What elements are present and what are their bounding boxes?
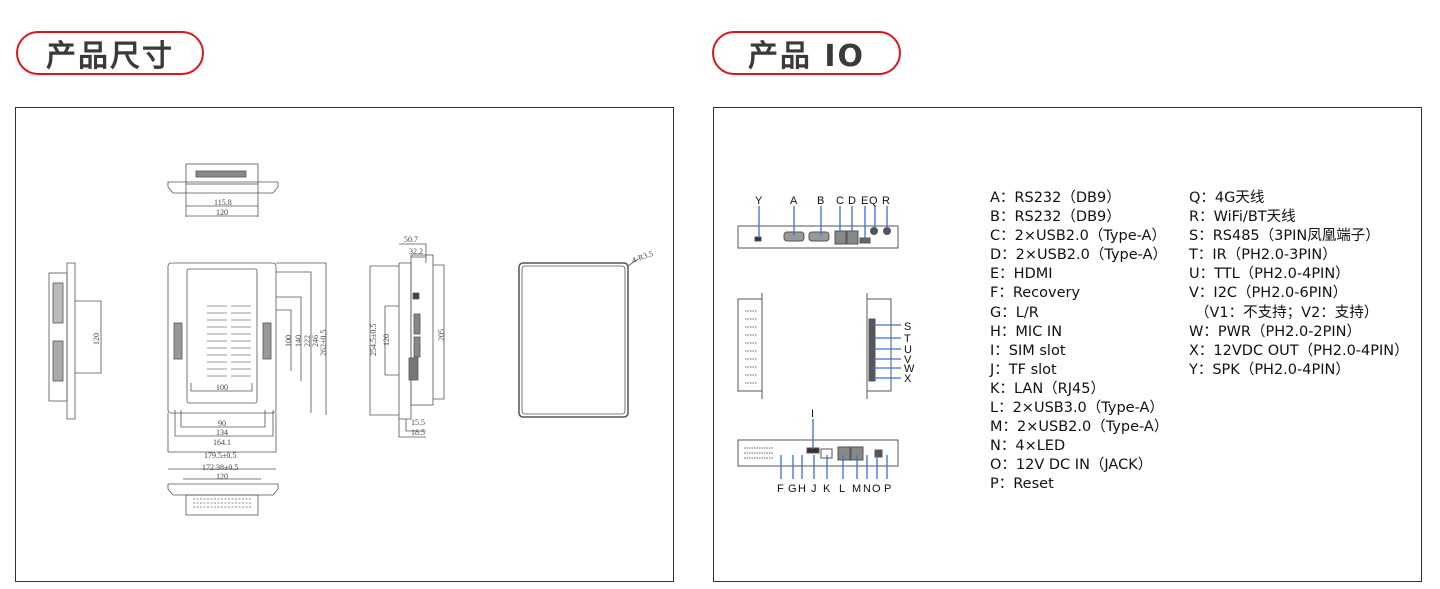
callout-l: L bbox=[839, 483, 845, 495]
dim-label: 4-R3.5 bbox=[631, 249, 655, 265]
callout-h: H bbox=[798, 483, 806, 495]
io-item: G：L/R bbox=[990, 304, 1039, 321]
dim-label: 254.5±0.5 bbox=[369, 324, 378, 356]
top-panel-drawing bbox=[737, 225, 899, 249]
io-item: K：LAN（RJ45） bbox=[990, 380, 1105, 397]
left-panel-drawing bbox=[737, 298, 763, 392]
screen-view bbox=[518, 258, 639, 418]
io-item: I：SIM slot bbox=[990, 342, 1066, 359]
dim-label: 120 bbox=[216, 208, 228, 217]
io-item: C：2×USB2.0（Type-A） bbox=[990, 228, 1166, 245]
callout-g: G bbox=[788, 483, 797, 495]
io-item: Y：SPK（PH2.0-4PIN） bbox=[1189, 361, 1350, 378]
callout-v: V bbox=[904, 354, 912, 366]
callout-o: O bbox=[872, 483, 881, 495]
io-item: F：Recovery bbox=[990, 285, 1081, 302]
dim-label: 18.5 bbox=[411, 428, 425, 437]
callout-k: K bbox=[823, 483, 831, 495]
dim-label: 164.1 bbox=[213, 438, 231, 447]
section-title-io: 产品 IO bbox=[712, 31, 901, 75]
bottom-view bbox=[167, 468, 279, 516]
io-drawing: Y A B C D E Q R S T U V W X I F G H J K bbox=[737, 195, 915, 495]
dim-label: 15.5 bbox=[411, 418, 425, 427]
io-item: X：12VDC OUT（PH2.0-4PIN） bbox=[1189, 342, 1409, 359]
callout-d: D bbox=[848, 195, 856, 207]
dim-label: 100 bbox=[284, 335, 293, 347]
dim-label: 90 bbox=[218, 419, 226, 428]
io-item: Q：4G天线 bbox=[1189, 190, 1265, 206]
io-item: R：WiFi/BT天线 bbox=[1189, 209, 1296, 226]
dim-label: 120 bbox=[216, 472, 228, 481]
dimension-drawing: 115.8 120 100 140 222 246 262±0.5 100 90… bbox=[48, 163, 655, 516]
dim-label: 50.7 bbox=[404, 235, 418, 244]
io-item: S：RS485（3PIN凤凰端子） bbox=[1189, 228, 1380, 245]
io-item: O：12V DC IN（JACK） bbox=[990, 457, 1153, 474]
left-side-view bbox=[48, 262, 102, 420]
dim-label: 179.5±0.5 bbox=[204, 451, 236, 460]
section-title-dimensions: 产品尺寸 bbox=[16, 31, 204, 75]
io-item: E：HDMI bbox=[990, 266, 1053, 283]
io-list-right: Q：4G天线 R：WiFi/BT天线 S：RS485（3PIN凤凰端子） T：I… bbox=[1189, 189, 1409, 380]
callout-s: S bbox=[904, 321, 911, 333]
callout-y: Y bbox=[755, 195, 763, 207]
dim-label: 172.38±0.5 bbox=[202, 463, 238, 472]
io-item: W：PWR（PH2.0-2PIN） bbox=[1189, 323, 1362, 340]
callout-w: W bbox=[904, 363, 915, 375]
dim-label: 134 bbox=[216, 428, 228, 437]
io-item: V：I2C（PH2.0-6PIN） bbox=[1189, 285, 1348, 302]
front-view bbox=[167, 262, 327, 453]
callout-e: E bbox=[861, 195, 868, 207]
dim-label: 115.8 bbox=[214, 198, 232, 207]
io-list-left: A：RS232（DB9） B：RS232（DB9） C：2×USB2.0（Typ… bbox=[990, 189, 1168, 495]
dimensions-panel: 115.8 120 100 140 222 246 262±0.5 100 90… bbox=[15, 107, 674, 582]
bottom-panel-drawing bbox=[737, 439, 899, 467]
dim-label: 120 bbox=[382, 334, 391, 346]
top-view bbox=[167, 163, 279, 217]
dim-label: 205 bbox=[437, 329, 446, 341]
io-item: B：RS232（DB9） bbox=[990, 209, 1121, 226]
io-item: A：RS232（DB9） bbox=[990, 190, 1121, 206]
io-item: M：2×USB2.0（Type-A） bbox=[990, 419, 1169, 436]
io-item-note: （V1：不支持；V2：支持） bbox=[1195, 304, 1379, 321]
callout-q: Q bbox=[869, 195, 878, 207]
io-panel: Y A B C D E Q R S T U V W X I F G H J K bbox=[713, 107, 1422, 582]
side-view bbox=[369, 243, 445, 438]
io-item: L：2×USB3.0（Type-A） bbox=[990, 400, 1164, 417]
callout-a: A bbox=[790, 195, 798, 207]
callout-f: F bbox=[777, 483, 784, 495]
dim-label: 262±0.5 bbox=[319, 330, 328, 356]
dim-label: 120 bbox=[92, 333, 101, 345]
callout-j: J bbox=[811, 483, 817, 495]
io-item: H：MIC IN bbox=[990, 323, 1063, 340]
callout-t: T bbox=[904, 333, 911, 345]
callout-i: I bbox=[811, 408, 814, 420]
callout-m: M bbox=[852, 483, 861, 495]
dim-label: 32.2 bbox=[409, 247, 423, 256]
dim-label: 100 bbox=[216, 383, 228, 392]
io-item: D：2×USB2.0（Type-A） bbox=[990, 247, 1168, 264]
callout-p: P bbox=[884, 483, 891, 495]
callout-u: U bbox=[904, 344, 912, 356]
dim-label: 222 bbox=[303, 335, 312, 347]
io-item: P：Reset bbox=[990, 476, 1054, 493]
io-item: J：TF slot bbox=[990, 361, 1057, 378]
callout-b: B bbox=[817, 195, 824, 207]
dim-label: 140 bbox=[294, 335, 303, 347]
dim-label: 246 bbox=[311, 335, 320, 347]
callout-c: C bbox=[836, 195, 844, 207]
io-item: N：4×LED bbox=[990, 438, 1066, 455]
callout-n: N bbox=[863, 483, 871, 495]
io-item: T：IR（PH2.0-3PIN） bbox=[1189, 247, 1337, 264]
callout-r: R bbox=[882, 195, 890, 207]
io-item: U：TTL（PH2.0-4PIN） bbox=[1189, 266, 1350, 283]
callout-x: X bbox=[904, 373, 912, 385]
